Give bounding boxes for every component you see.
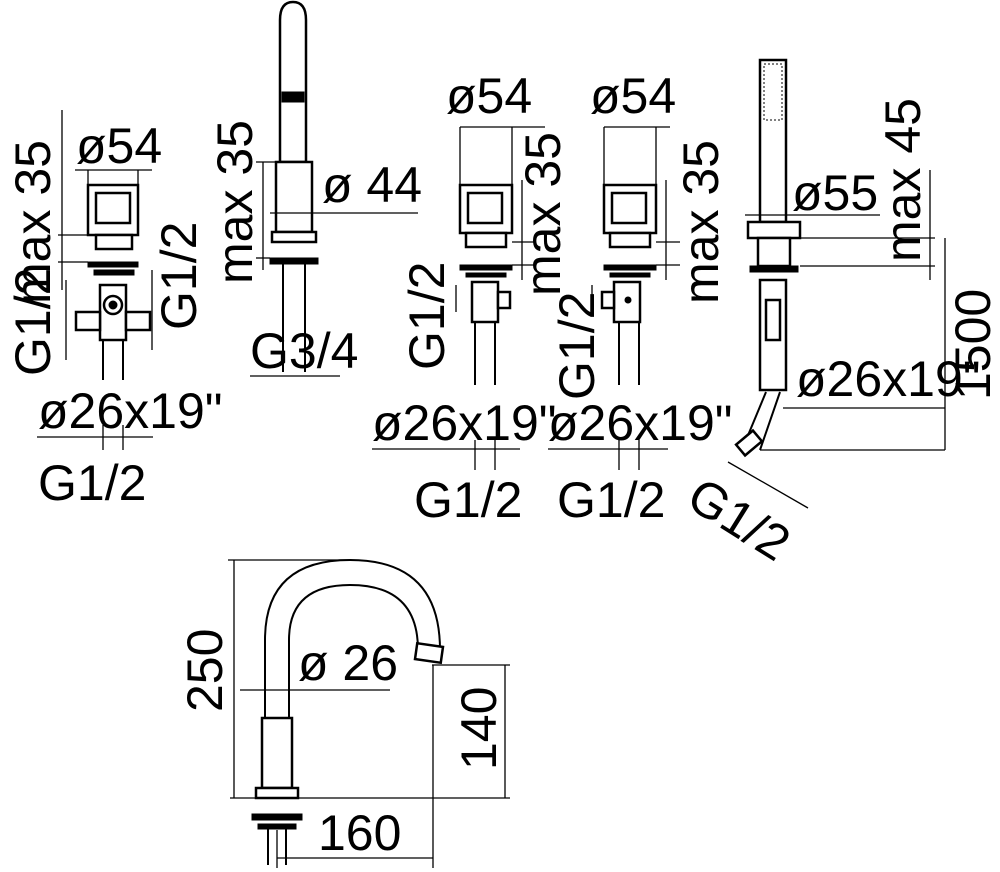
mixer-mid-washer (465, 272, 507, 278)
mixer-right-max-height: max 35 (673, 140, 729, 304)
hand-shower-spray-face (763, 63, 783, 121)
mixer-right: ø54 max 35 G1/2 ø26x19" G1/2 (548, 68, 733, 528)
spout-bottom-nut (251, 813, 303, 821)
mixer-mid-nut (459, 264, 513, 271)
mixer-left-dia-top: ø54 (76, 118, 162, 174)
spout-bottom-outlet-height: 140 (451, 687, 507, 770)
spout-center-collar (270, 230, 318, 244)
mixer-mid-bottom-thread: G1/2 (414, 472, 522, 528)
spout-center-dia: ø 44 (322, 157, 422, 213)
mixer-left-connector-left (74, 310, 102, 332)
hand-shower-dia: ø55 (792, 165, 878, 221)
mixer-left-nut (87, 261, 139, 268)
mixer-left-body (94, 233, 134, 251)
spout-bottom-height: 250 (177, 629, 233, 712)
spout-center-body (278, 0, 308, 164)
mixer-left-connector-left: G1/2 (5, 268, 61, 376)
spout-bottom-dia: ø 26 (298, 635, 398, 691)
mixer-right-connector (600, 290, 616, 310)
spout-bottom-outlet (413, 641, 445, 665)
mixer-right-bottom-thread: G1/2 (557, 472, 665, 528)
spout-bottom-arc-inner (288, 583, 419, 718)
mixer-right-hose: ø26x19" (548, 395, 733, 451)
mixer-left-max-height: max 35 (5, 140, 61, 304)
mixer-left-washer (93, 269, 135, 276)
hand-shower-connector (734, 428, 764, 458)
hand-shower-max-height: max 45 (875, 98, 931, 262)
mixer-right-handle-inner (610, 191, 648, 225)
mixer-left-bottom-thread: G1/2 (38, 455, 146, 511)
spout-center-base (274, 160, 314, 234)
mixer-mid-handle-inner (466, 191, 504, 225)
mixer-left-handle-inner (94, 191, 132, 225)
hand-shower-holder (746, 220, 802, 240)
mixer-right-dia-top: ø54 (590, 68, 676, 124)
mixer-left-connector-side: G1/2 (151, 222, 207, 330)
hand-shower-hose-inner (764, 298, 782, 342)
spout-center: max 35 ø 44 G3/4 (207, 0, 422, 379)
hand-shower-hose-length: 1500 (945, 289, 1000, 400)
hand-shower-hose: ø26x19" (796, 351, 981, 407)
mixer-mid: ø54 max 35 G1/2 ø26x19" G1/2 (372, 68, 571, 528)
spout-center-nut (269, 257, 319, 265)
spout-bottom-base (260, 716, 294, 790)
mixer-mid-connector (496, 290, 512, 310)
mixer-mid-dia-top: ø54 (446, 68, 532, 124)
mixer-right-washer (609, 272, 651, 278)
hand-shower-holder-body (756, 236, 792, 268)
hand-shower-handle (758, 58, 788, 224)
spout-center-max-height: max 35 (207, 120, 263, 284)
mixer-mid-connector: G1/2 (399, 262, 455, 370)
spout-bottom-washer (257, 823, 297, 830)
mixer-mid-body (464, 231, 508, 249)
spout-center-thread: G3/4 (250, 323, 358, 379)
hand-shower: ø55 max 45 1500 ø26x19" G1/2 (678, 58, 1000, 572)
spout-bottom-collar (254, 786, 300, 800)
hand-shower-thread: G1/2 (678, 467, 800, 572)
spout-bottom-reach: 160 (318, 805, 401, 861)
mixer-right-body (608, 231, 652, 249)
mixer-mid-valve (470, 280, 500, 324)
mixer-left-connector-right (124, 310, 152, 332)
spout-bottom: 250 ø 26 140 160 (177, 558, 510, 868)
mixer-mid-hose: ø26x19" (372, 395, 557, 451)
spout-center-aerator (281, 91, 305, 103)
mixer-right-connector: G1/2 (549, 292, 605, 400)
mixer-left: ø54 max 35 G1/2 G1/2 ø26x19" G1/2 (5, 110, 223, 511)
mixer-left-hose: ø26x19" (38, 383, 223, 439)
hand-shower-nut (749, 265, 799, 273)
mixer-right-nut (603, 264, 657, 271)
mixer-mid-max-height: max 35 (515, 132, 571, 296)
